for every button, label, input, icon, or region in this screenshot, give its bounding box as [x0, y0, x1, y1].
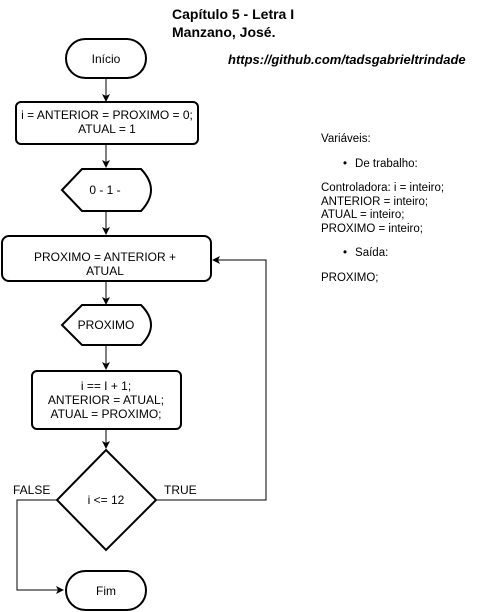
output-value: PROXIMO;: [321, 271, 379, 284]
output-bullet: Saída:: [343, 247, 491, 261]
init-line-1: i = ANTERIOR = PROXIMO = 0;: [21, 108, 193, 122]
output-label: Saída:: [355, 247, 389, 259]
init-line-2: ATUAL = 1: [78, 122, 136, 136]
display-sequence-label: 0 - 1 -: [89, 183, 120, 197]
work-variables-bullet: De trabalho:: [343, 158, 491, 172]
update-process[interactable]: [31, 370, 182, 430]
proximo-variable: PROXIMO = inteiro;: [321, 222, 423, 235]
display-next-shape[interactable]: [60, 304, 153, 346]
end-terminator[interactable]: [65, 570, 147, 611]
anterior-variable: ANTERIOR = inteiro;: [321, 195, 429, 208]
connector-true-loop: [156, 256, 267, 501]
calc-line-1: PROXIMO = ANTERIOR +: [34, 250, 176, 264]
update-line-2: ANTERIOR = ATUAL;: [48, 393, 164, 407]
start-label: Início: [92, 52, 121, 66]
connector-false-end: [16, 499, 64, 594]
display-next-label: PROXIMO: [78, 318, 135, 332]
title-line-2: Manzano, José.: [172, 24, 276, 40]
title-line-1: Capítulo 5 - Letra I: [172, 6, 295, 22]
controller-variable: Controladora: i = inteiro;: [321, 182, 445, 194]
true-label: TRUE: [164, 483, 197, 497]
atual-variable: ATUAL = inteiro;: [321, 209, 405, 221]
update-line-1: i == I + 1;: [81, 379, 131, 393]
github-link[interactable]: https://github.com/tadsgabrieltrindade: [228, 52, 466, 67]
end-label: Fim: [96, 584, 116, 598]
calc-line-2: ATUAL: [86, 264, 124, 278]
false-label: FALSE: [13, 483, 50, 497]
variables-heading: Variáveis:: [321, 133, 371, 145]
work-variables-label: De trabalho:: [355, 157, 418, 170]
calc-process[interactable]: [1, 235, 212, 282]
display-sequence-shape[interactable]: [60, 168, 153, 212]
start-terminator[interactable]: [65, 38, 147, 79]
decision-diamond[interactable]: [55, 448, 158, 552]
update-line-3: ATUAL = PROXIMO;: [50, 407, 161, 421]
decision-label: i <= 12: [88, 493, 125, 507]
variables-panel: Variáveis: De trabalho: Controladora: i …: [321, 133, 491, 285]
init-process[interactable]: [15, 101, 199, 145]
chapter-title: Capítulo 5 - Letra I Manzano, José.: [172, 5, 294, 41]
